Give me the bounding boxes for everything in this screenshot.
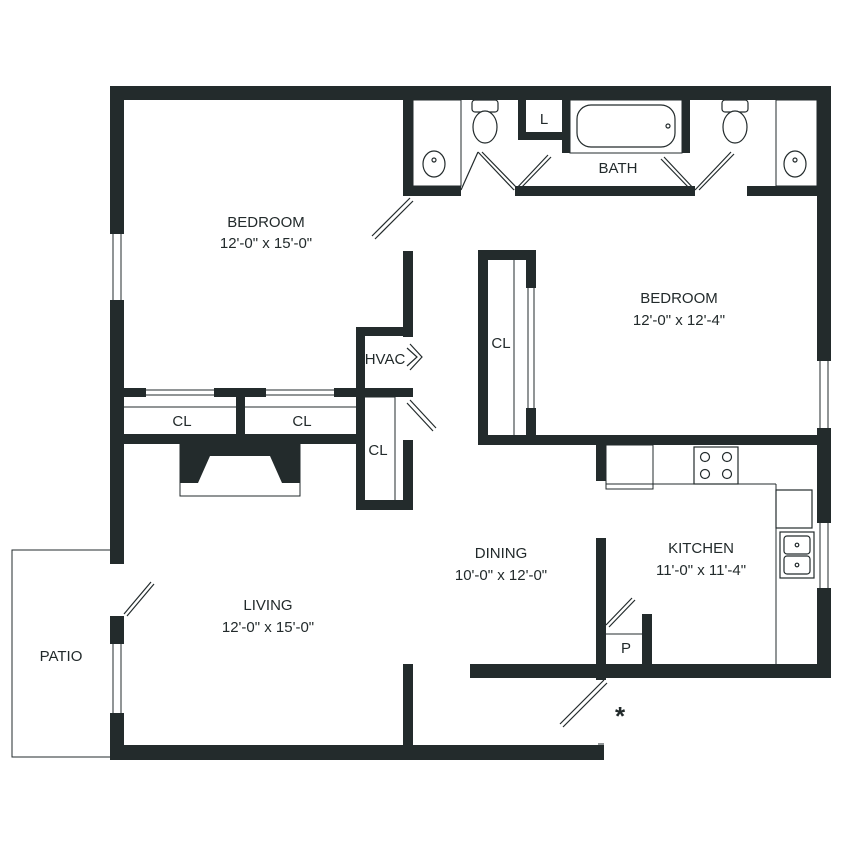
door-bath-right [663, 156, 696, 191]
door-pantry [605, 597, 633, 626]
room-labels: BEDROOM 12'-0" x 15'-0" BEDROOM 12'-0" x… [40, 111, 746, 731]
windows [112, 234, 829, 713]
wall-left-upper [110, 86, 124, 234]
dining-name: DINING [475, 545, 528, 562]
wall-closet-top-1 [122, 388, 146, 397]
wall-bottom [110, 745, 604, 760]
toilet-right-tank [721, 99, 749, 113]
sink-left-icon [422, 150, 446, 178]
closet-fittings [124, 260, 535, 500]
interior-walls [122, 98, 819, 748]
door-bath-left [477, 151, 515, 191]
pantry-label: P [621, 640, 631, 657]
wall-bedroom1-right-lower [403, 251, 413, 337]
wall-kitchen-stub [596, 445, 606, 481]
toilet-left-tank [471, 99, 499, 113]
door-hall-closet [409, 399, 437, 429]
dishwasher [605, 444, 654, 490]
patio-outline [11, 549, 112, 758]
refrigerator-icon [775, 489, 813, 529]
wall-bedroom2-closet-right-lower [526, 408, 536, 445]
wall-right-middle [817, 428, 831, 523]
wall-top [110, 86, 831, 100]
wall-hvac-top [356, 327, 413, 336]
wall-bath-bottom [515, 186, 695, 196]
closet-left-label: CL [172, 413, 191, 430]
wall-laundry-bottom [526, 132, 562, 140]
door-bedroom-1 [371, 197, 411, 237]
laundry-label: L [540, 111, 548, 128]
wall-laundry-left [518, 98, 526, 140]
entry-marker: * [615, 701, 626, 731]
wall-laundry-right [562, 98, 570, 153]
vanity-right [775, 99, 818, 187]
wall-hall-closet-bottom [356, 500, 413, 510]
hvac-label: HVAC [365, 351, 406, 368]
door-hvac [409, 343, 423, 371]
sink-right-icon [783, 150, 807, 178]
exterior-walls [110, 86, 831, 760]
wall-hvac-bottom [356, 388, 413, 397]
wall-bedroom2-closet-top [478, 250, 536, 260]
wall-vanity-right-bottom [747, 186, 819, 196]
living-size: 12'-0" x 15'-0" [222, 619, 314, 636]
wall-closet-divider [236, 388, 245, 438]
kitchen-fixtures [605, 444, 815, 664]
closet-bedroom-2-label: CL [491, 335, 510, 352]
bath-label: BATH [599, 160, 638, 177]
wall-bedroom2-closet-left [478, 250, 488, 445]
wall-closet-top-3 [334, 388, 358, 397]
kitchen-name: KITCHEN [668, 540, 734, 557]
door-patio [123, 581, 152, 615]
wall-right-lower [817, 588, 831, 678]
bedroom-2-name: BEDROOM [640, 290, 718, 307]
patio-label: PATIO [40, 648, 83, 665]
wall-left-patio-post [110, 616, 124, 644]
wall-hall-closet-right [403, 440, 413, 510]
wall-kitchen-bottom [470, 664, 831, 678]
fireplace [179, 443, 301, 497]
wall-hvac-left [356, 327, 365, 510]
wall-kitchen-left [596, 538, 606, 680]
wall-living-stub [403, 664, 413, 748]
toilet-left-icon [472, 110, 498, 144]
wall-tub-right [682, 98, 690, 153]
wall-closet-bottom [122, 434, 362, 444]
wall-bedroom2-bottom [478, 435, 819, 445]
wall-vanity-left-bottom [403, 186, 461, 196]
living-name: LIVING [243, 597, 292, 614]
wall-bedroom1-right-upper [403, 98, 413, 196]
dining-size: 10'-0" x 12'-0" [455, 567, 547, 584]
bedroom-1-size: 12'-0" x 15'-0" [220, 235, 312, 252]
patio [11, 549, 112, 758]
bathtub-icon [576, 104, 676, 148]
bedroom-1-name: BEDROOM [227, 214, 305, 231]
wall-pantry-right [642, 614, 652, 666]
closet-center-label: CL [292, 413, 311, 430]
kitchen-size: 11'-0" x 11'-4" [656, 562, 746, 579]
closet-hall-label: CL [368, 442, 387, 459]
range-icon [693, 446, 739, 485]
bath-fixtures [412, 99, 818, 187]
wall-left-middle [110, 300, 124, 564]
bedroom-2-size: 12'-0" x 12'-4" [633, 312, 725, 329]
vanity-left [412, 99, 462, 187]
door-entry [559, 679, 605, 725]
counter-left [606, 445, 654, 485]
fireplace-body [180, 444, 300, 483]
wall-right-upper [817, 86, 831, 361]
doors [123, 151, 735, 745]
toilet-right-icon [722, 110, 748, 144]
wall-bedroom2-closet-right-upper [526, 250, 536, 288]
